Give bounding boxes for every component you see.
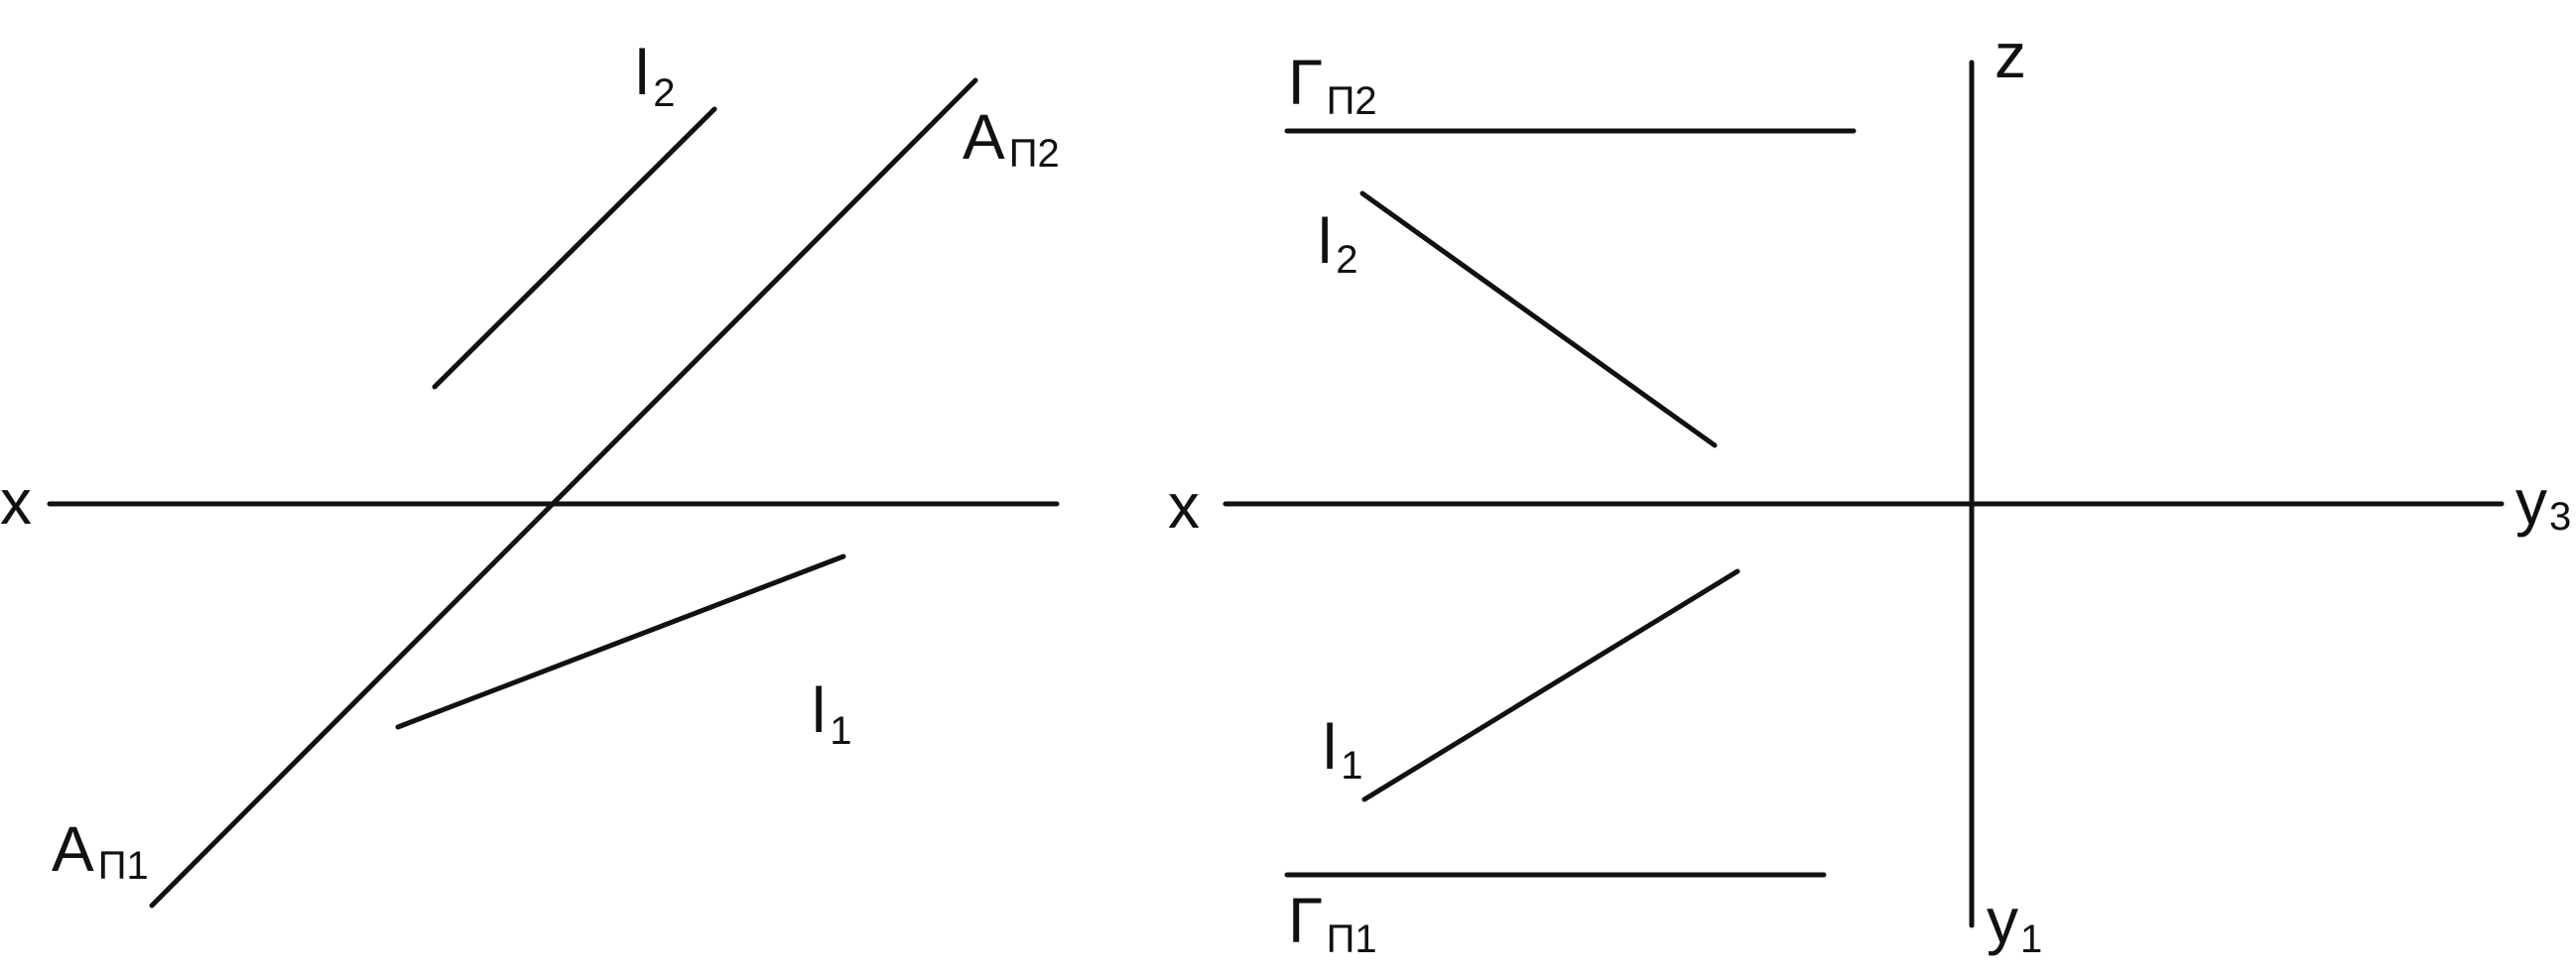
left-l1-line — [395, 553, 846, 730]
left-x-axis-label: x — [0, 466, 32, 538]
left-a-plane-trace-line — [149, 77, 978, 909]
right-y3-axis-label: y3 — [2515, 466, 2571, 539]
right-x-axis-label: x — [1168, 470, 1200, 542]
right-l2-line — [1359, 190, 1718, 448]
right-l1-line — [1361, 568, 1740, 802]
right-y1-axis-label: y1 — [1987, 885, 2042, 961]
right-z-axis-label: z — [1995, 20, 2026, 91]
left-l2-line — [432, 106, 717, 390]
